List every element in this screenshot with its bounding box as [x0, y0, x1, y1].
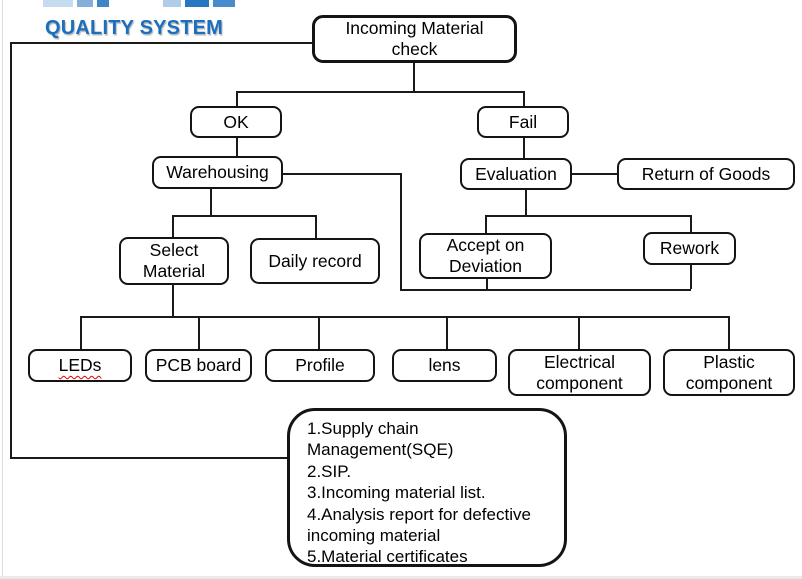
node-label: LEDs: [58, 355, 102, 375]
connector-line: [690, 264, 692, 289]
node-electrical-component: Electrical component: [508, 349, 651, 396]
node-label: Profile: [295, 355, 345, 375]
node-accept-on-deviation: Accept on Deviation: [419, 233, 552, 279]
connector-line: [485, 215, 487, 234]
connector-line: [486, 278, 488, 289]
connector-line: [728, 316, 730, 350]
node-label: Incoming Material check: [345, 18, 484, 59]
node-return-of-goods: Return of Goods: [617, 158, 795, 190]
node-label: Plastic component: [685, 351, 773, 393]
node-incoming-material-check: Incoming Material check: [312, 15, 517, 63]
connector-line: [413, 63, 415, 91]
notes-line: Management(SQE): [307, 440, 454, 460]
notes-line: incoming material: [307, 526, 441, 546]
node-label: Return of Goods: [641, 163, 771, 184]
connector-line: [236, 137, 238, 157]
node-label: Rework: [659, 238, 720, 258]
connector-line: [485, 215, 691, 217]
node-leds: LEDs: [28, 349, 132, 382]
connector-line: [400, 289, 691, 291]
node-label: Fail: [508, 111, 538, 132]
node-label: Select Material: [142, 240, 206, 281]
node-evaluation: Evaluation: [460, 158, 572, 190]
node-profile: Profile: [265, 349, 375, 382]
node-lens: lens: [392, 349, 497, 382]
connector-line: [80, 316, 729, 318]
connector-line: [525, 190, 527, 215]
node-rework: Rework: [643, 232, 736, 265]
node-label: lens: [428, 355, 461, 375]
node-label: Accept on Deviation: [446, 235, 525, 276]
notes-line: 5.Material certificates: [307, 547, 468, 567]
node-warehousing: Warehousing: [152, 156, 283, 189]
connector-line: [523, 137, 525, 158]
node-label: Daily record: [268, 250, 362, 271]
connector-line: [283, 173, 401, 175]
connector-line: [80, 316, 82, 350]
node-label: Evaluation: [475, 163, 557, 184]
clipped-logo-remnant: [35, 0, 245, 7]
connector-line: [210, 188, 212, 215]
connector-line: [315, 215, 317, 239]
notes-box: 1.Supply chain Management(SQE) 2.SIP. 3.…: [287, 408, 567, 567]
page-left-edge: [2, 0, 3, 579]
connector-line: [578, 316, 580, 350]
connector-line: [690, 215, 692, 234]
connector-line: [236, 91, 524, 93]
connector-line: [10, 42, 12, 457]
node-pcb-board: PCB board: [145, 349, 252, 382]
node-label: PCB board: [155, 355, 242, 375]
connector-line: [10, 457, 289, 459]
connector-line: [172, 215, 316, 217]
connector-line: [198, 316, 200, 350]
connector-line: [236, 91, 238, 107]
notes-line: 3.Incoming material list.: [307, 483, 486, 503]
connector-line: [318, 316, 320, 350]
node-ok: OK: [190, 106, 282, 138]
connector-line: [172, 284, 174, 316]
connector-line: [400, 173, 402, 290]
connector-line: [572, 173, 618, 175]
node-daily-record: Daily record: [250, 238, 380, 284]
page-title: QUALITY SYSTEM: [45, 17, 224, 39]
notes-line: 1.Supply chain: [307, 419, 419, 438]
node-label: Warehousing: [166, 162, 269, 182]
connector-line: [10, 42, 312, 44]
connector-line: [523, 91, 525, 107]
node-plastic-component: Plastic component: [663, 349, 795, 396]
page-bottom-edge: [0, 576, 802, 579]
connector-line: [446, 316, 448, 350]
node-label: Electrical component: [536, 351, 623, 393]
node-label: OK: [223, 111, 249, 132]
node-fail: Fail: [477, 106, 569, 138]
notes-line: 2.SIP.: [307, 461, 352, 481]
node-select-material: Select Material: [119, 237, 229, 285]
connector-line: [172, 215, 174, 238]
notes-line: 4.Analysis report for defective: [307, 504, 531, 524]
